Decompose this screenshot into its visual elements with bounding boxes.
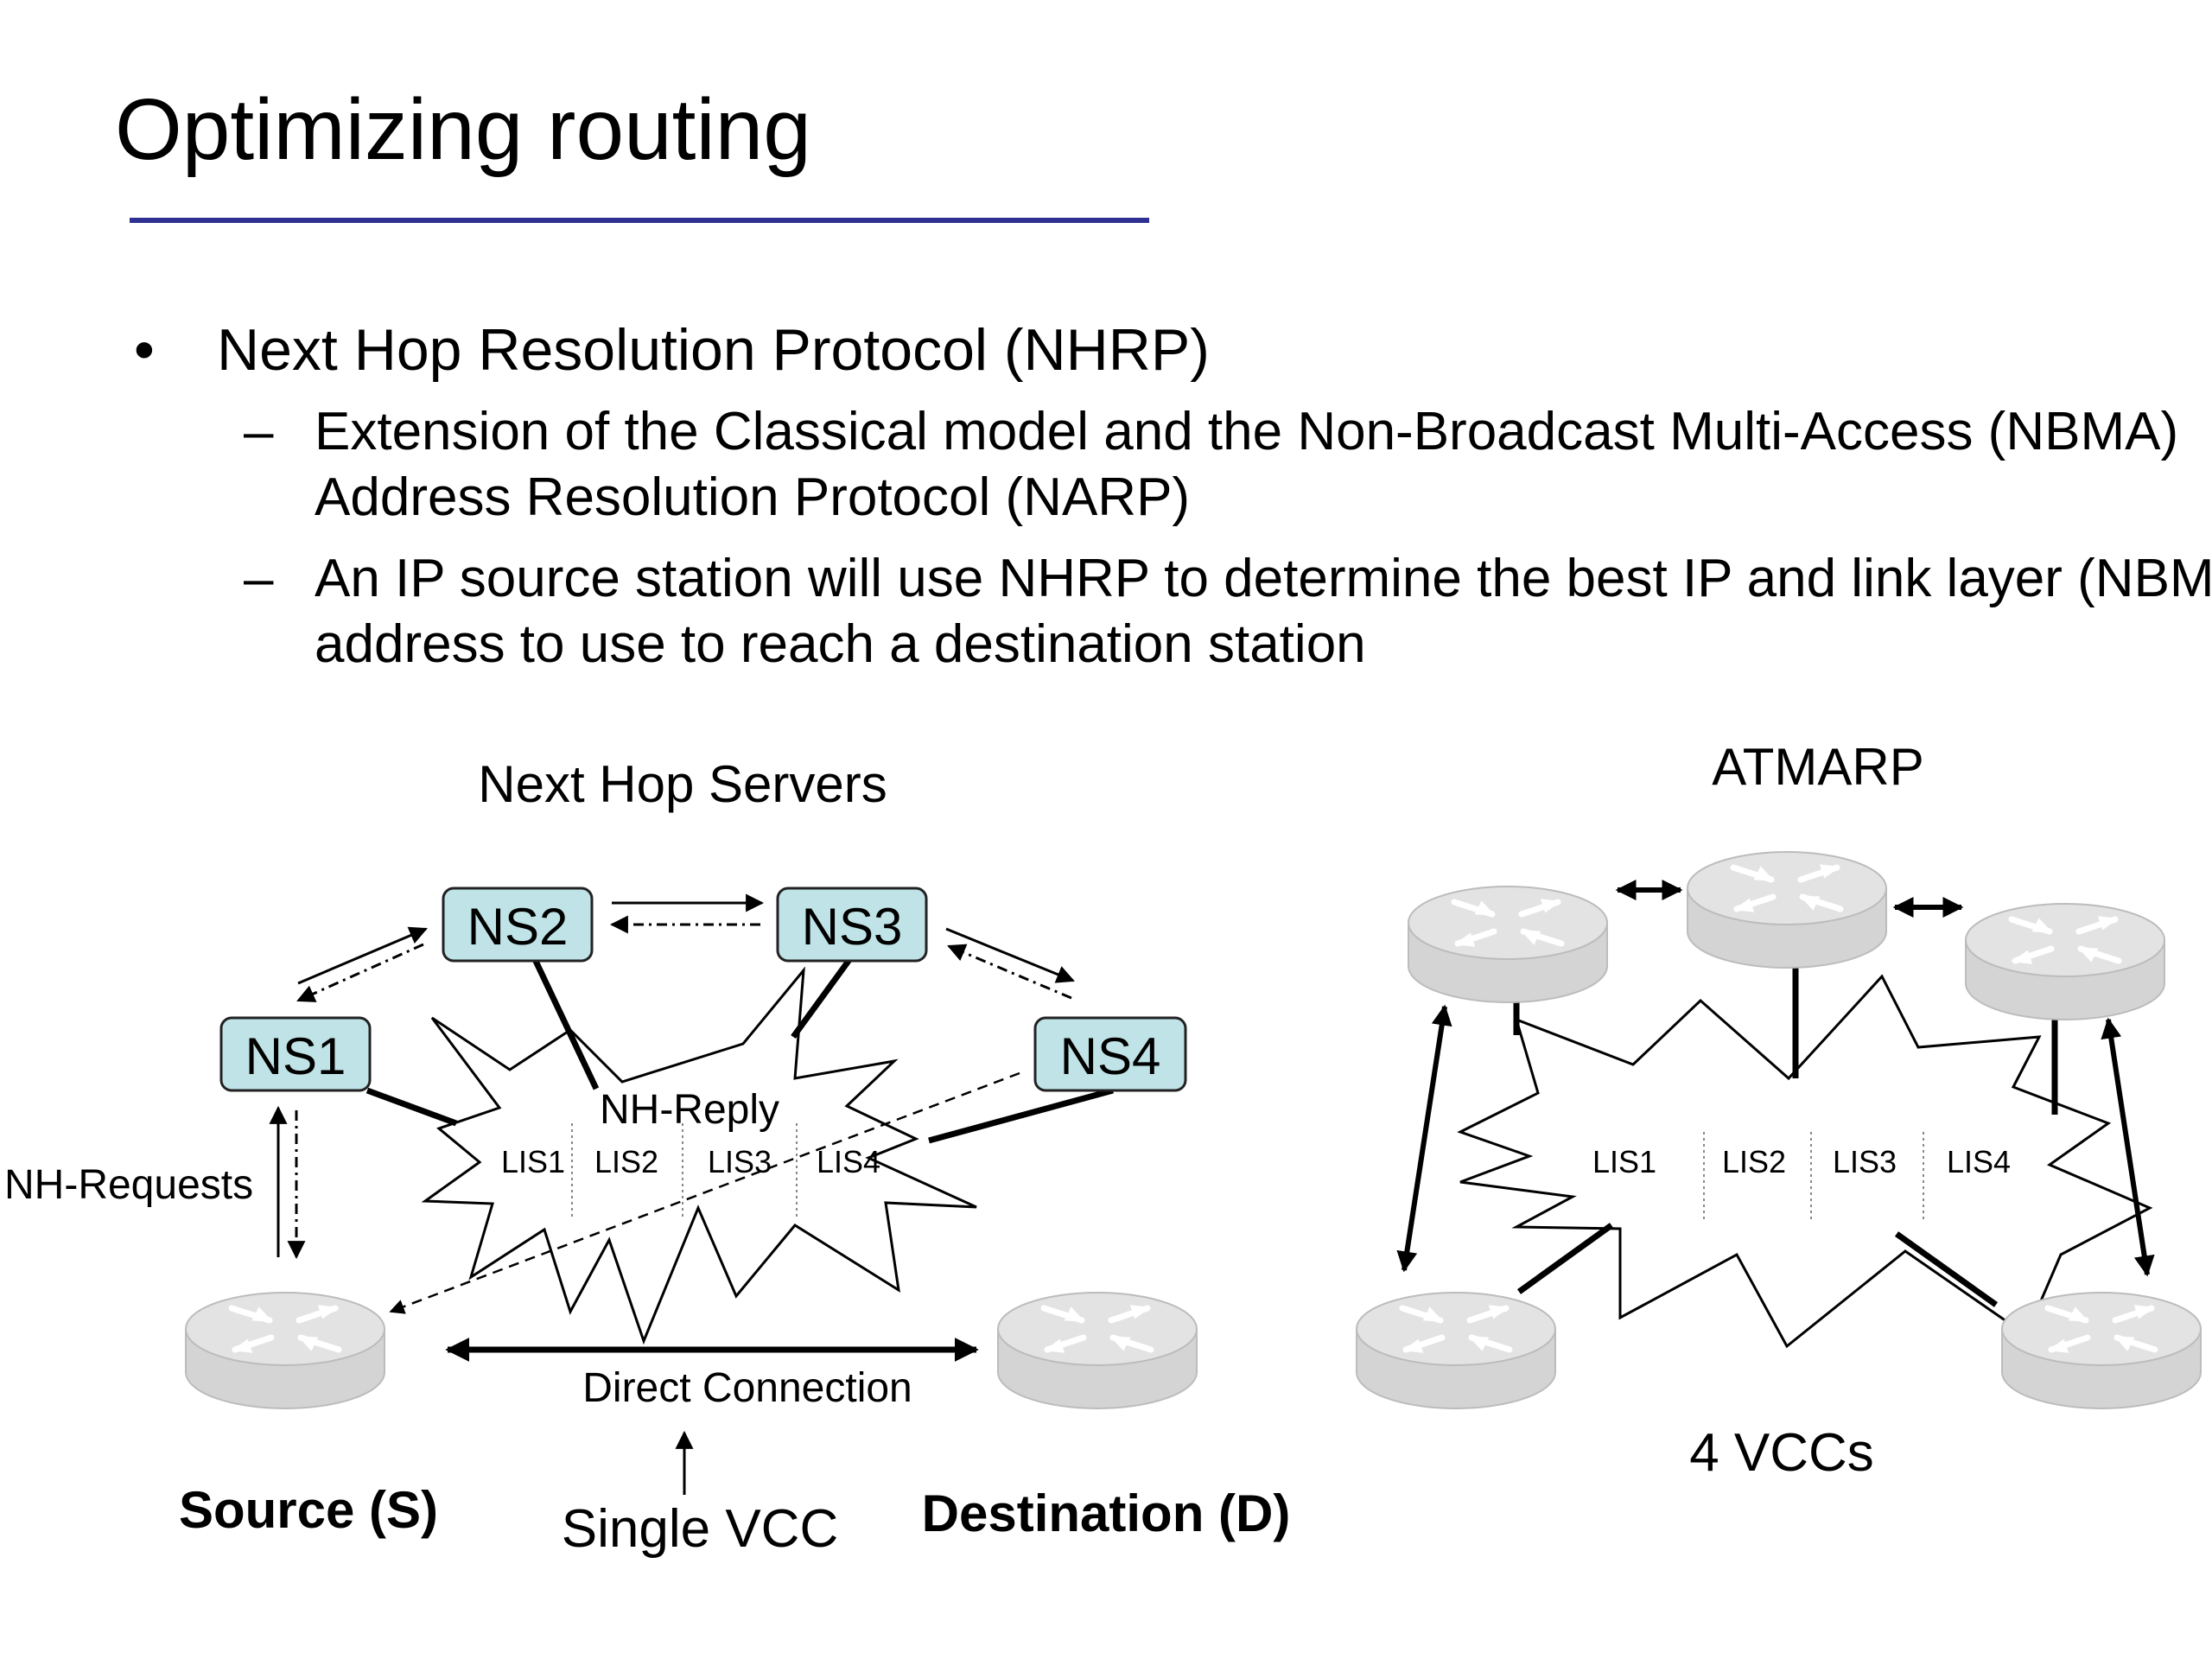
title-underline: [130, 218, 1149, 223]
request-arrow-ns3-ns4: [945, 927, 1075, 983]
nh-requests-label: NH-Requests: [4, 1162, 253, 1208]
nh-reply-label: NH-Reply: [600, 1087, 779, 1133]
reply-arrow-ns4-ns3: [947, 944, 1072, 1000]
nbma-cloud-shape: [421, 966, 977, 1345]
sub-bullet-dash: –: [244, 549, 274, 608]
lis2-label: LIS2: [1722, 1144, 1786, 1179]
ns4-box: [1033, 1016, 1187, 1092]
nh-reply-path: [389, 1071, 1020, 1314]
slide-title: Optimizing routing: [115, 81, 811, 178]
lis4-label: LIS4: [817, 1144, 880, 1179]
atmarp-router-icon: [1966, 904, 2164, 1020]
sub-bullet-dash: –: [244, 402, 274, 461]
vcc-arrow: [2101, 1017, 2155, 1277]
sub-bullet-text: An IP source station will use NHRP to de…: [315, 549, 2212, 675]
atmarp-diagram: ATMARP LIS1 LIS2 LIS3 LIS4 4 VCCs: [1357, 738, 2201, 1483]
ns4-cloud-link: [928, 1087, 1114, 1144]
lis1-label: LIS1: [501, 1144, 565, 1179]
router-cloud-link: [1516, 1223, 1614, 1294]
atmarp-cloud-shape: [1457, 974, 2153, 1349]
lis4-label: LIS4: [1947, 1144, 2011, 1179]
source-label: Source (S): [179, 1481, 438, 1539]
ns2-label: NS2: [467, 898, 569, 956]
reply-arrow-ns2-ns1: [296, 943, 424, 1002]
ns4-label: NS4: [1060, 1027, 1161, 1085]
lis2-label: LIS2: [594, 1144, 658, 1179]
ns1-cloud-link: [365, 1087, 458, 1127]
bullet-text: Next Hop Resolution Protocol (NHRP): [217, 317, 1210, 383]
ns2-box: [442, 887, 594, 963]
direct-connection-label: Direct Connection: [582, 1365, 912, 1411]
atmarp-router-icon: [1408, 887, 1607, 1002]
source-router-icon: [186, 1293, 385, 1408]
ns1-label: NS1: [245, 1027, 346, 1085]
destination-router-icon: [998, 1293, 1197, 1408]
atmarp-router-icon: [2002, 1293, 2201, 1408]
four-vccs-label: 4 VCCs: [1689, 1423, 1874, 1483]
lis1-label: LIS1: [1592, 1144, 1656, 1179]
request-arrow-ns1-ns2: [297, 926, 428, 985]
destination-label: Destination (D): [922, 1484, 1291, 1542]
atmarp-router-icon: [1357, 1293, 1555, 1408]
atmarp-heading: ATMARP: [1712, 738, 1924, 796]
vcc-arrow: [1396, 1004, 1452, 1273]
atmarp-router-icon: [1688, 852, 1886, 968]
sub-bullet-text: Extension of the Classical model and the…: [315, 402, 2179, 528]
bullet-dot: •: [134, 317, 155, 383]
ns3-box: [776, 887, 928, 963]
ns3-label: NS3: [802, 898, 903, 956]
router-cloud-link: [1894, 1231, 1999, 1307]
single-vcc-label: Single VCC: [562, 1499, 838, 1559]
ns1-box: [219, 1016, 372, 1092]
lis3-label: LIS3: [1833, 1144, 1897, 1179]
nhrp-diagram: Next Hop Servers NH-Reply LIS1 LIS2 LIS3…: [4, 755, 1290, 1559]
next-hop-servers-heading: Next Hop Servers: [478, 755, 887, 813]
ns2-cloud-link: [531, 956, 600, 1090]
lis3-label: LIS3: [708, 1144, 772, 1179]
ns3-cloud-link: [791, 955, 854, 1039]
nbma-cloud: [428, 994, 471, 1020]
